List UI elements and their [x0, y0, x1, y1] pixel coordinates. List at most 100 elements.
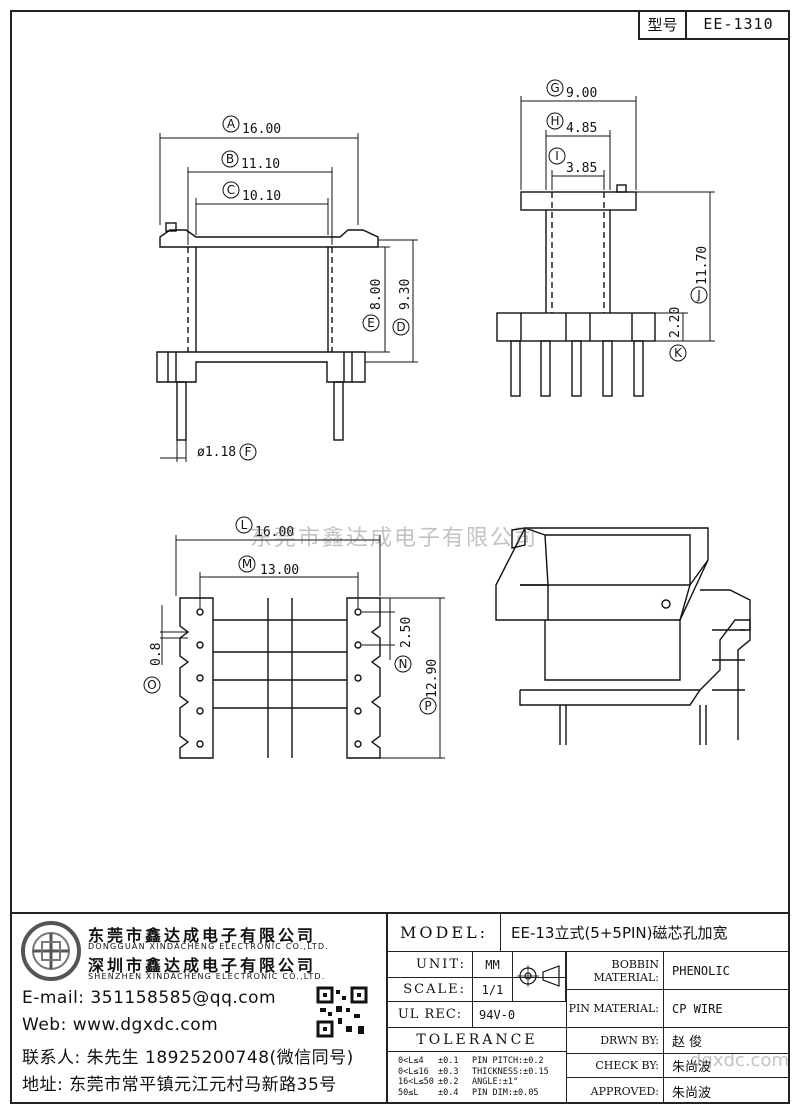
bobbin-row: BOBBIN MATERIAL: PHENOLIC: [567, 952, 790, 990]
material-column: BOBBIN MATERIAL: PHENOLIC PIN MATERIAL: …: [566, 952, 790, 1104]
drawn-label: DRWN BY:: [600, 1034, 659, 1047]
side-view: [496, 184, 656, 397]
dim-G: G 9.00: [546, 79, 597, 101]
qr-code-icon: [316, 986, 368, 1038]
approved-row: APPROVED: 朱尚波: [567, 1078, 790, 1104]
approved-label: APPROVED:: [590, 1084, 659, 1098]
bottom-view: [179, 597, 381, 759]
company-name-sz: 深圳市鑫达成电子有限公司: [88, 956, 317, 975]
bobbin-value: PHENOLIC: [663, 952, 790, 989]
dim-H: H 4.85: [546, 112, 597, 136]
svg-text:11.70: 11.70: [695, 246, 710, 285]
model-value: EE-13立式(5+5PIN)磁芯孔加宽: [500, 914, 790, 951]
dim-B: B 11.10: [221, 150, 280, 172]
svg-text:I: I: [555, 149, 559, 163]
svg-text:M: M: [242, 557, 252, 571]
svg-text:10.10: 10.10: [242, 189, 281, 204]
svg-text:C: C: [227, 183, 235, 197]
svg-text:P: P: [424, 699, 431, 713]
unit-value: MM: [472, 952, 512, 977]
spec-table: MODEL: EE-13立式(5+5PIN)磁芯孔加宽 UNIT: MM SCA…: [386, 914, 790, 1104]
company-contact: 联系人: 朱先生 18925200748(微信同号): [22, 1048, 354, 1068]
model-row: MODEL: EE-13立式(5+5PIN)磁芯孔加宽: [388, 914, 790, 952]
svg-text:3.85: 3.85: [566, 161, 597, 176]
dim-O: 0.8 O: [143, 643, 164, 694]
company-email: E-mail: 351158585@qq.com: [22, 988, 277, 1008]
scale-row: SCALE: 1/1: [388, 978, 512, 1002]
pin-value: CP WIRE: [663, 990, 790, 1027]
front-view: [156, 222, 379, 441]
company-name-dg-en: DONGGUAN XINDACHENG ELECTRONIC CO.,LTD.: [88, 942, 330, 951]
svg-text:16.00: 16.00: [242, 122, 281, 137]
dim-P: P 12.90: [419, 659, 440, 715]
svg-text:N: N: [399, 657, 408, 671]
dim-N: 2.50 N: [394, 617, 414, 673]
drawn-value: 赵 俊: [663, 1028, 790, 1053]
dim-L: L 16.00: [235, 516, 294, 540]
svg-text:13.00: 13.00: [260, 563, 299, 578]
company-web: Web: www.dgxdc.com: [22, 1015, 219, 1035]
svg-text:L: L: [241, 518, 248, 532]
svg-text:D: D: [396, 320, 405, 334]
drawing-frame: [10, 10, 790, 1104]
dim-I: I 3.85: [548, 147, 597, 176]
dim-A: A 16.00: [222, 115, 281, 137]
svg-text:K: K: [674, 346, 683, 360]
title-block: 东莞市鑫达成电子有限公司 DONGGUAN XINDACHENG ELECTRO…: [10, 912, 790, 1104]
company-info: 东莞市鑫达成电子有限公司 DONGGUAN XINDACHENG ELECTRO…: [10, 914, 386, 1104]
scale-value: 1/1: [472, 978, 512, 1001]
unit-label: UNIT:: [415, 957, 466, 972]
svg-text:8.00: 8.00: [369, 279, 384, 310]
company-name-sz-en: SHENZHEN XINDACHENG ELECTRONIC CO.,LTD.: [88, 972, 326, 981]
svg-text:E: E: [367, 316, 375, 330]
svg-text:0.8: 0.8: [149, 643, 164, 666]
footer-watermark: dgxdc.com: [690, 1050, 789, 1071]
svg-text:A: A: [227, 117, 236, 131]
ulrec-value: 94V-0: [472, 1002, 566, 1027]
svg-text:H: H: [550, 114, 559, 128]
company-address: 地址: 东莞市常平镇元江元村马新路35号: [22, 1075, 337, 1095]
svg-text:F: F: [245, 445, 252, 459]
svg-text:G: G: [550, 81, 559, 95]
svg-text:J: J: [696, 288, 701, 302]
svg-text:ø1.18: ø1.18: [197, 445, 236, 460]
dim-E: E 8.00: [362, 279, 384, 332]
svg-text:9.30: 9.30: [398, 279, 413, 310]
svg-text:12.90: 12.90: [425, 659, 440, 698]
tolerance-header: TOLERANCE: [388, 1028, 566, 1052]
svg-text:16.00: 16.00: [255, 525, 294, 540]
dim-C: C 10.10: [222, 181, 281, 204]
scale-label: SCALE:: [403, 982, 466, 997]
company-name-dg: 东莞市鑫达成电子有限公司: [88, 926, 317, 945]
third-angle-projection-icon: [517, 965, 560, 987]
approved-value: 朱尚波: [663, 1078, 790, 1104]
check-label: CHECK BY:: [595, 1059, 659, 1072]
dimension-labels: A 16.00 B 11.10 C 10.10 E 8.00 D 9.30 ø1…: [143, 79, 710, 715]
dim-K: 2.20 K: [668, 307, 687, 362]
unit-row: UNIT: MM: [388, 952, 566, 978]
watermark: 东莞市鑫达成电子有限公司: [250, 526, 539, 551]
check-value: 朱尚波: [663, 1054, 790, 1077]
model-code-box: 型号 EE-1310: [638, 10, 790, 40]
model-label: MODEL:: [399, 923, 489, 942]
projection-symbol: [512, 952, 566, 1002]
dim-J: J 11.70: [690, 246, 710, 304]
model-code-key: 型号: [640, 10, 687, 38]
model-code-value: EE-1310: [703, 15, 774, 33]
dim-D: D 9.30: [392, 279, 413, 336]
drawn-row: DRWN BY: 赵 俊: [567, 1028, 790, 1054]
svg-text:O: O: [147, 678, 156, 692]
svg-text:9.00: 9.00: [566, 86, 597, 101]
svg-text:4.85: 4.85: [566, 121, 597, 136]
pin-label: PIN MATERIAL:: [568, 1002, 659, 1015]
svg-text:2.50: 2.50: [399, 617, 414, 648]
bobbin-label: BOBBIN MATERIAL:: [593, 957, 659, 984]
check-row: CHECK BY: 朱尚波: [567, 1054, 790, 1078]
dimension-lines: [159, 96, 715, 759]
svg-text:11.10: 11.10: [241, 157, 280, 172]
pin-row: PIN MATERIAL: CP WIRE: [567, 990, 790, 1028]
